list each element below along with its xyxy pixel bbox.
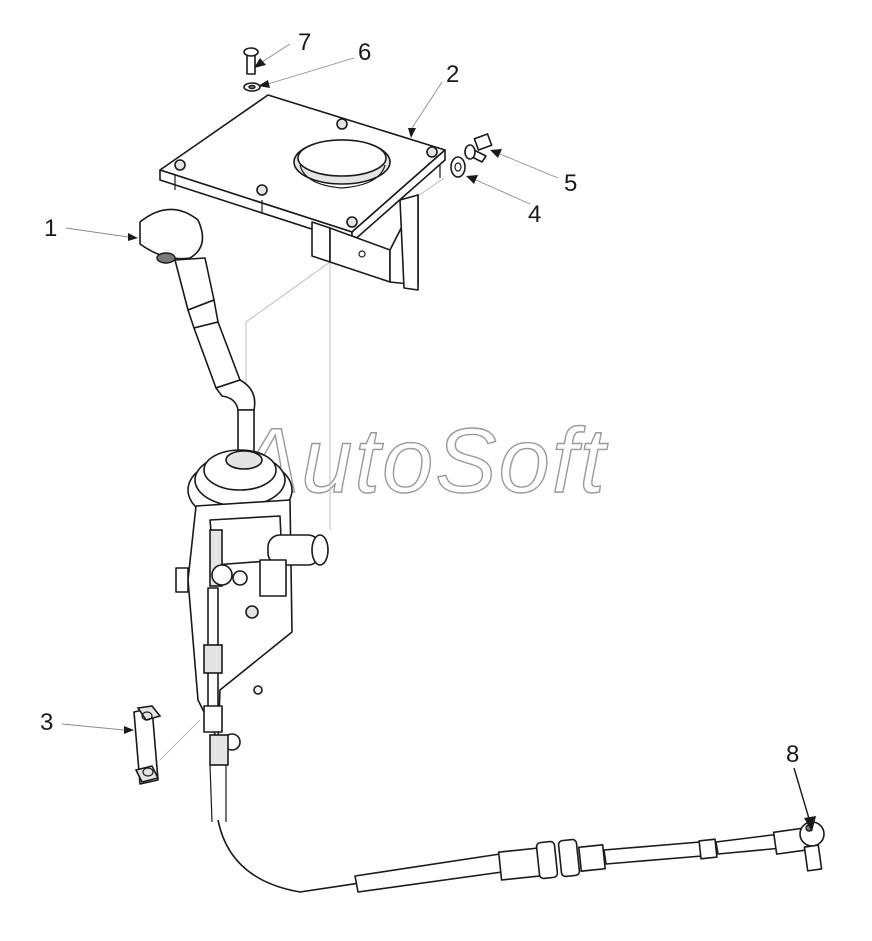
bolt [464, 133, 493, 163]
screw [243, 47, 259, 75]
washer-small [243, 82, 261, 92]
mounting-plate [159, 94, 446, 291]
callout-8: 8 [786, 741, 799, 768]
callout-7: 7 [298, 29, 311, 56]
callout-6: 6 [358, 39, 371, 66]
callout-1: 1 [44, 215, 57, 242]
shift-cable [209, 764, 825, 893]
shift-mechanism [175, 449, 329, 766]
gear-lever [139, 208, 256, 459]
clamp-plate [133, 705, 162, 785]
callout-5: 5 [564, 170, 577, 197]
washer [450, 156, 466, 178]
callout-labels: 1 2 3 4 5 6 7 8 [40, 29, 799, 768]
callout-3: 3 [40, 709, 53, 736]
watermark-text: AutoSoft [233, 410, 608, 512]
callout-4: 4 [528, 201, 541, 228]
callout-2: 2 [446, 61, 459, 88]
callout-leaders [61, 43, 816, 832]
